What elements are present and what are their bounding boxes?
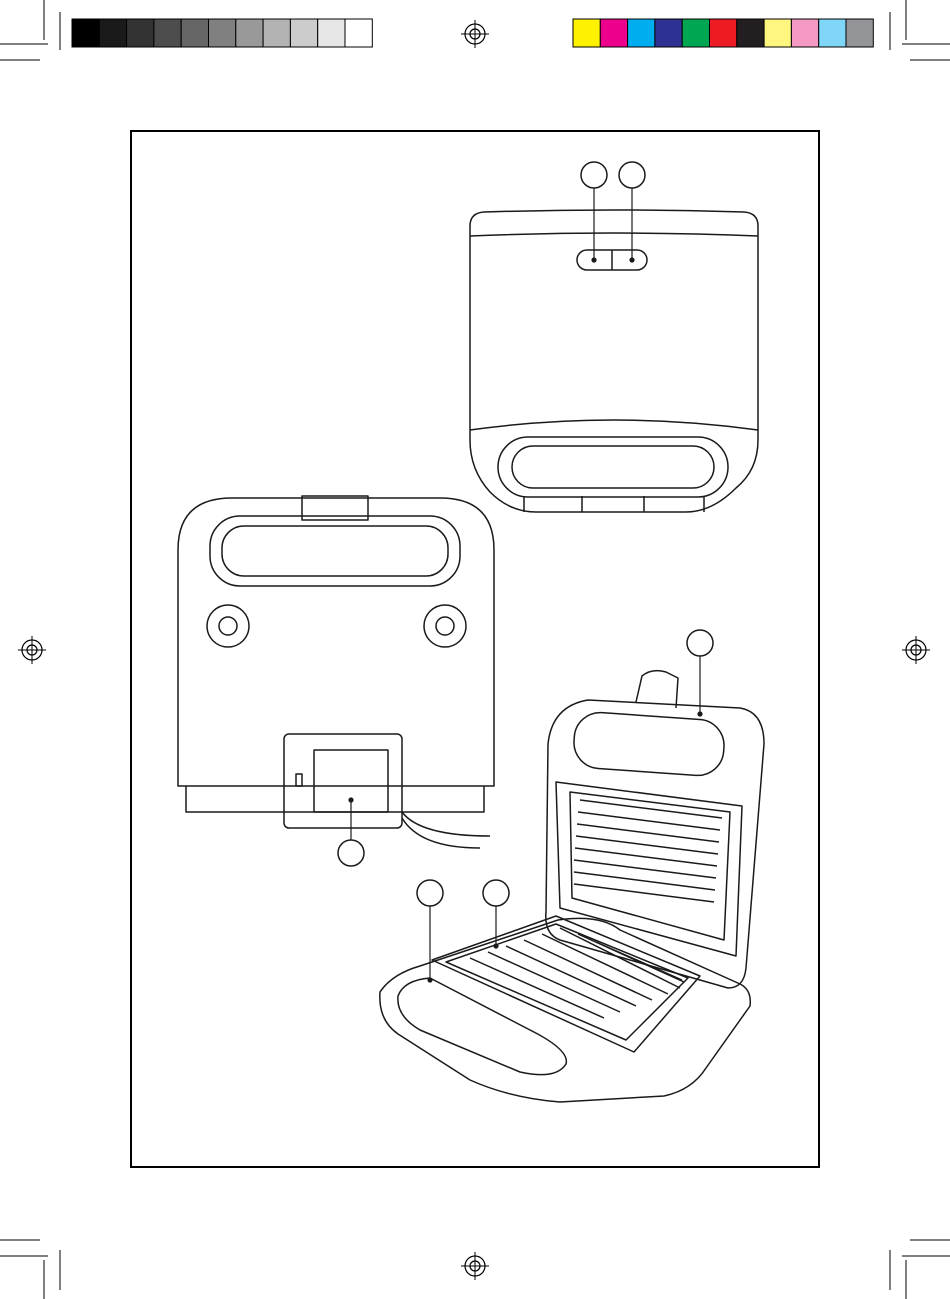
color-swatch-11 [846, 19, 873, 47]
color-swatch-1 [573, 19, 600, 47]
color-swatch-10 [819, 19, 846, 47]
gray-swatch-1 [72, 19, 99, 47]
grayscale-color-bar [72, 19, 372, 47]
callout-leaders [349, 188, 702, 982]
color-swatch-3 [628, 19, 655, 47]
color-swatch-4 [655, 19, 682, 47]
registration-target-left [18, 636, 46, 664]
color-swatch-8 [764, 19, 791, 47]
closed-appliance-top-view [470, 210, 758, 512]
gray-swatch-6 [209, 19, 236, 47]
color-swatch-9 [791, 19, 818, 47]
process-color-bar [573, 19, 873, 47]
gray-swatch-9 [290, 19, 317, 47]
color-swatch-5 [682, 19, 709, 47]
gray-swatch-3 [127, 19, 154, 47]
gray-swatch-5 [181, 19, 208, 47]
foot-left [207, 605, 249, 647]
callout-open-lid-handle [687, 630, 713, 656]
gray-swatch-4 [154, 19, 181, 47]
grill-ribs-upper [574, 800, 722, 902]
foot-right [424, 605, 466, 647]
color-swatch-7 [737, 19, 764, 47]
appliance-underside-view [178, 496, 494, 848]
registration-target-top [461, 20, 489, 48]
figure-frame [131, 131, 819, 1167]
gray-swatch-2 [99, 19, 126, 47]
gray-swatch-11 [345, 19, 372, 47]
registration-target-right [902, 636, 930, 664]
callout-top-right [619, 162, 645, 188]
grill-ribs-lower [470, 928, 684, 1018]
registration-target-bottom [461, 1252, 489, 1280]
gray-swatch-7 [236, 19, 263, 47]
callout-grill-plate [483, 880, 509, 906]
color-swatch-6 [710, 19, 737, 47]
callout-rating-plate [338, 840, 364, 866]
callout-top-left [581, 162, 607, 188]
gray-swatch-8 [263, 19, 290, 47]
color-swatch-2 [600, 19, 627, 47]
callout-base-housing [417, 880, 443, 906]
power-cord [402, 812, 490, 848]
gray-swatch-10 [318, 19, 345, 47]
